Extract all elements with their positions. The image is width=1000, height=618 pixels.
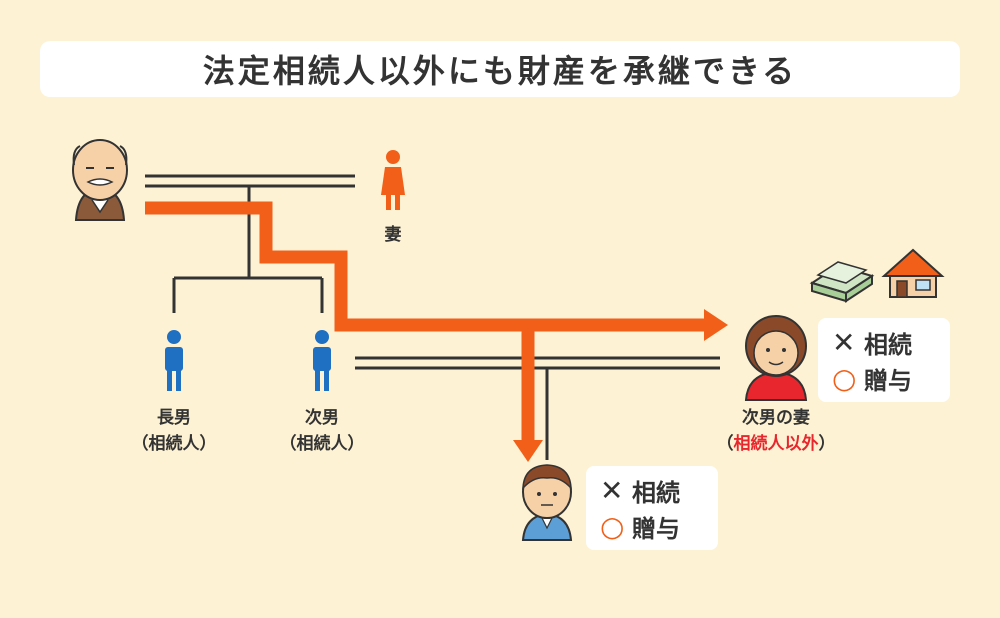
second-son-wife-name: 次男の妻 [742,408,810,428]
second-son-label: 次男 （相続人） [267,405,377,457]
gift-label: 贈与 [632,514,680,543]
marriage-line-second-son [355,356,720,370]
page-title: 法定相続人以外にも財産を承継できる [202,52,798,90]
male-figure-icon [313,330,331,391]
gift-row: ○ 贈与 [600,508,704,544]
circle-icon: ○ [832,361,857,395]
inherit-label: 相続 [632,478,680,507]
eldest-son-name: 長男 [157,408,191,428]
transfer-arrow [145,201,728,462]
wife-status-card: ✕ 相続 ○ 贈与 [818,318,950,402]
cross-icon: ✕ [832,325,856,359]
male-figure-icon [165,330,183,391]
woman-face-icon [744,315,808,401]
children-tree [172,186,324,313]
boy-face-icon [521,464,573,541]
inherit-label: 相続 [864,330,912,359]
wife-figure-icon [381,150,405,210]
inherit-row: ✕ 相続 [600,472,704,508]
cross-icon: ✕ [600,473,624,507]
circle-icon: ○ [600,509,625,543]
eldest-son-role: （相続人） [131,434,217,454]
non-heir-highlight: 相続人以外 [733,434,819,454]
gift-row: ○ 贈与 [832,360,936,396]
title-box: 法定相続人以外にも財産を承継できる [40,41,960,97]
second-son-name: 次男 [305,408,339,428]
grandfather-icon [72,139,128,221]
paren-open: （ [716,434,734,454]
second-son-wife-label: 次男の妻 （相続人以外） [706,405,846,457]
wife-label-text: 妻 [384,225,402,245]
money-stack-icon [809,261,875,303]
wife-label: 妻 [373,222,413,248]
grandson-status-card: ✕ 相続 ○ 贈与 [586,466,718,550]
second-son-wife-role: （相続人以外） [706,431,846,457]
eldest-son-label: 長男 （相続人） [119,405,229,457]
marriage-line-parents [145,174,355,188]
second-son-role: （相続人） [279,434,365,454]
paren-close: ） [818,434,836,454]
gift-label: 贈与 [864,366,912,395]
house-icon [881,248,945,298]
inherit-row: ✕ 相続 [832,324,936,360]
